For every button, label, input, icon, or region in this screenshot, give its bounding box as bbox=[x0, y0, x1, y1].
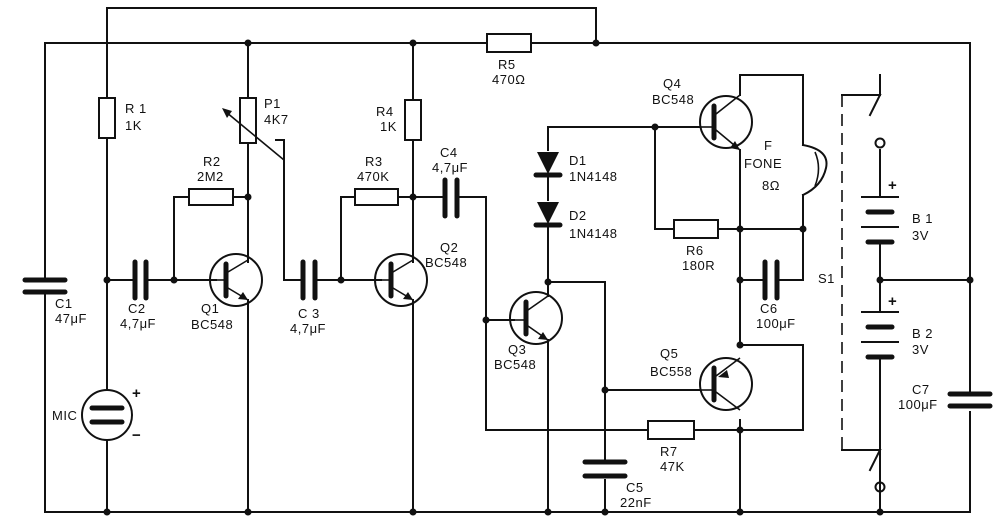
r5-value: 470Ω bbox=[492, 72, 525, 87]
c7-value: 100μF bbox=[898, 397, 938, 412]
diode-d2: D2 1N4148 bbox=[533, 202, 618, 241]
capacitor-c6: C6 100μF bbox=[756, 259, 796, 331]
d2-value: 1N4148 bbox=[569, 226, 618, 241]
p1-value: 4K7 bbox=[264, 112, 289, 127]
resistor-r5: R5 470Ω bbox=[486, 33, 532, 87]
r1-ref: R 1 bbox=[125, 101, 147, 116]
headphone-fone: F FONE 8Ω bbox=[744, 138, 828, 197]
c6-value: 100μF bbox=[756, 316, 796, 331]
q4-ref: Q4 bbox=[663, 76, 681, 91]
b1-plus: + bbox=[888, 177, 897, 194]
capacitor-c1: C1 47μF bbox=[22, 277, 87, 326]
r2-ref: R2 bbox=[203, 154, 221, 169]
c7-ref: C7 bbox=[912, 382, 930, 397]
r4-ref: R4 bbox=[376, 104, 394, 119]
resistor-r6: R6 180R bbox=[673, 219, 719, 273]
battery-b1: + B 1 3V bbox=[861, 177, 933, 245]
capacitor-c2: C2 4,7μF bbox=[120, 259, 156, 331]
wires bbox=[44, 7, 971, 513]
q5-ref: Q5 bbox=[660, 346, 678, 361]
r6-value: 180R bbox=[682, 258, 715, 273]
mic-ref: MIC bbox=[52, 408, 77, 423]
c3-value: 4,7μF bbox=[290, 321, 326, 336]
q3-ref: Q3 bbox=[508, 342, 526, 357]
b1-ref: B 1 bbox=[912, 211, 933, 226]
s1-ref: S1 bbox=[818, 271, 835, 286]
q5-value: BC558 bbox=[650, 364, 692, 379]
resistor-r3: R3 470K bbox=[354, 154, 399, 206]
q1-ref: Q1 bbox=[201, 301, 219, 316]
r5-ref: R5 bbox=[498, 57, 516, 72]
c1-value: 47μF bbox=[55, 311, 87, 326]
d1-value: 1N4148 bbox=[569, 169, 618, 184]
mic-plus: + bbox=[132, 385, 141, 402]
potentiometer-p1: P1 4K7 bbox=[222, 96, 289, 161]
transistor-q3: Q3 BC548 bbox=[494, 291, 563, 372]
r3-ref: R3 bbox=[365, 154, 383, 169]
c2-ref: C2 bbox=[128, 301, 146, 316]
p1-ref: P1 bbox=[264, 96, 281, 111]
q2-ref: Q2 bbox=[440, 240, 458, 255]
d1-ref: D1 bbox=[569, 153, 587, 168]
capacitor-c3: C 3 4,7μF bbox=[290, 259, 326, 336]
b1-value: 3V bbox=[912, 228, 929, 243]
diode-d1: D1 1N4148 bbox=[533, 152, 618, 184]
c5-value: 22nF bbox=[620, 495, 652, 510]
transistor-q2: Q2 BC548 bbox=[374, 240, 467, 307]
transistor-q5: Q5 BC558 bbox=[650, 346, 753, 411]
r6-ref: R6 bbox=[686, 243, 704, 258]
r2-value: 2M2 bbox=[197, 169, 224, 184]
fone-ref: F bbox=[764, 138, 772, 153]
transistor-q1: Q1 BC548 bbox=[191, 253, 263, 332]
capacitor-c4: C4 4,7μF bbox=[432, 145, 468, 219]
r7-value: 47K bbox=[660, 459, 685, 474]
resistor-r7: R7 47K bbox=[647, 420, 695, 474]
d2-ref: D2 bbox=[569, 208, 587, 223]
transistor-q4: Q4 BC548 bbox=[652, 76, 753, 151]
c2-value: 4,7μF bbox=[120, 316, 156, 331]
r4-value: 1K bbox=[380, 119, 397, 134]
c1-ref: C1 bbox=[55, 296, 73, 311]
c3-ref: C 3 bbox=[298, 306, 320, 321]
b2-ref: B 2 bbox=[912, 326, 933, 341]
b2-value: 3V bbox=[912, 342, 929, 357]
battery-b2: + B 2 3V bbox=[861, 293, 933, 360]
r1-value: 1K bbox=[125, 118, 142, 133]
c4-ref: C4 bbox=[440, 145, 458, 160]
fone-name: FONE bbox=[744, 156, 782, 171]
microphone: MIC + − bbox=[52, 385, 141, 444]
resistor-r2: R2 2M2 bbox=[188, 154, 234, 206]
switch-s1: S1 bbox=[818, 74, 886, 493]
capacitor-c7: C7 100μF bbox=[898, 382, 993, 412]
resistor-r1: R 1 1K bbox=[98, 97, 147, 139]
fone-value: 8Ω bbox=[762, 178, 780, 193]
mic-minus: − bbox=[132, 427, 141, 444]
q3-value: BC548 bbox=[494, 357, 536, 372]
c4-value: 4,7μF bbox=[432, 160, 468, 175]
q1-value: BC548 bbox=[191, 317, 233, 332]
resistor-r4: R4 1K bbox=[376, 99, 422, 141]
r3-value: 470K bbox=[357, 169, 389, 184]
capacitor-c5: C5 22nF bbox=[582, 459, 652, 510]
r7-ref: R7 bbox=[660, 444, 678, 459]
q4-value: BC548 bbox=[652, 92, 694, 107]
b2-plus: + bbox=[888, 293, 897, 310]
junction-dots bbox=[103, 39, 974, 516]
c6-ref: C6 bbox=[760, 301, 778, 316]
c5-ref: C5 bbox=[626, 480, 644, 495]
q2-value: BC548 bbox=[425, 255, 467, 270]
